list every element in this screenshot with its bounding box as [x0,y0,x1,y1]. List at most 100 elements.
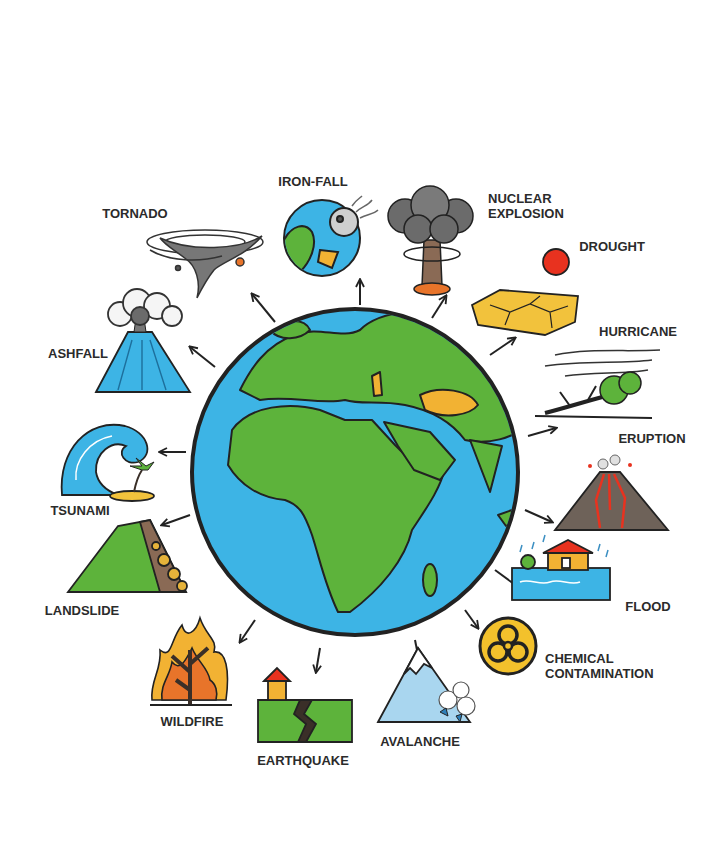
flood-icon [512,535,610,600]
flood-icon-part [562,558,570,568]
eruption-icon-part [598,459,608,469]
ashfall-icon-part [162,306,182,326]
hazard-label: WILDFIRE [161,715,224,730]
radiating-arrows-part [316,648,320,672]
hazard-name: WILDFIRE [161,715,224,730]
avalanche-icon-part [404,648,432,674]
landslide-icon-part [177,581,187,591]
biohazard-icon-part [480,618,536,674]
hazard-name: EARTHQUAKE [257,754,349,769]
hazard-label: LANDSLIDE [45,604,119,619]
tornado-icon-part [176,266,181,271]
hazard-name: IRON-FALL [278,175,347,190]
hazard-name: AVALANCHE [380,735,460,750]
landslide-icon-part [68,520,186,592]
tsunami-icon-part [130,458,154,470]
hazard-name: CHEMICAL CONTAMINATION [545,652,657,682]
drought-icon-part [490,296,568,328]
hazard-label: DROUGHT [579,240,645,255]
hazard-label: HURRICANE [599,325,677,340]
ashfall-icon-part [131,307,149,325]
hazard-label: ERUPTION [618,432,685,447]
earth-globe-part-part [423,564,437,596]
hurricane-icon-part [545,395,610,413]
hazard-label: ASHFALL [48,347,108,362]
avalanche-icon-part [453,682,469,698]
radiating-arrows-part [525,510,552,522]
avalanche-icon-part [457,697,475,715]
hazard-name: TORNADO [102,207,167,222]
radiating-arrows-part [162,515,190,525]
hazard-label: FLOOD [625,600,671,615]
biohazard-icon [480,618,536,674]
hurricane-icon-part [619,372,641,394]
eruption-icon-part [596,474,625,528]
nuclear-explosion-icon-part [404,215,432,243]
hurricane-icon-part [545,360,652,366]
hazard-label: EARTHQUAKE [257,754,349,769]
iron-fall-icon-part-part [284,226,314,272]
nuclear-explosion-icon-part [430,215,458,243]
tornado-icon [147,230,263,298]
drought-icon-part [543,249,569,275]
ashfall-icon [96,289,190,392]
iron-fall-icon [284,196,378,276]
flood-icon-part [548,552,588,570]
earthquake-icon-part [268,680,286,700]
earthquake-icon [258,668,352,742]
hurricane-icon [535,350,660,418]
hazard-name: NUCLEAR EXPLOSION [488,192,578,222]
eruption-icon-part [588,464,592,468]
hazard-label: IRON-FALL [278,175,347,190]
wildfire-icon-part [172,648,208,705]
landslide-icon [68,520,187,592]
drought-icon [472,249,578,335]
landslide-icon-part [152,542,160,550]
hazard-name: LANDSLIDE [45,604,119,619]
avalanche-icon-part [440,708,462,722]
radiating-arrows-part [359,280,361,305]
radiating-arrows [160,280,556,672]
radiating-arrows-part [465,610,478,628]
iron-fall-icon-part [352,196,378,218]
radiating-arrows-part [252,294,275,322]
hurricane-icon-part [560,386,596,406]
drought-icon-part [472,290,578,335]
hazard-label: TSUNAMI [50,504,109,519]
hazard-name: ASHFALL [48,347,108,362]
earth-globe-part [192,309,518,635]
radiating-arrows-part [528,428,556,436]
radiating-arrows-part [160,451,186,453]
tsunami-icon-part [110,491,154,501]
nuclear-explosion-icon-part [414,283,450,295]
hazard-name: ERUPTION [618,432,685,447]
hazard-label: AVALANCHE [380,735,460,750]
earth-globe [192,309,535,635]
tornado-icon-part [236,258,244,266]
earth-globe-part-part [372,372,382,396]
hazard-label: NUCLEAR EXPLOSION [488,192,578,222]
iron-fall-icon-part [330,208,358,236]
radiating-arrows-part [490,338,515,355]
tornado-icon-part [150,250,222,260]
iron-fall-icon-part-part [318,250,338,268]
flood-icon-part [521,555,535,569]
nuclear-explosion-icon [388,186,473,295]
earthquake-icon-part [264,668,290,681]
tsunami-icon [62,425,154,501]
landslide-icon-part [158,554,170,566]
hazard-label: TORNADO [102,207,167,222]
landslide-icon-part [140,520,186,592]
ashfall-icon-part [118,340,166,390]
earthquake-icon-part [258,700,352,742]
ashfall-icon-part [96,332,190,392]
tsunami-icon-part [62,425,148,495]
iron-fall-icon-part [337,216,343,222]
flood-icon-part [520,581,580,583]
hazard-name: TSUNAMI [50,504,109,519]
earth-globe-part-part [470,440,502,492]
iron-fall-icon-part [284,200,360,276]
